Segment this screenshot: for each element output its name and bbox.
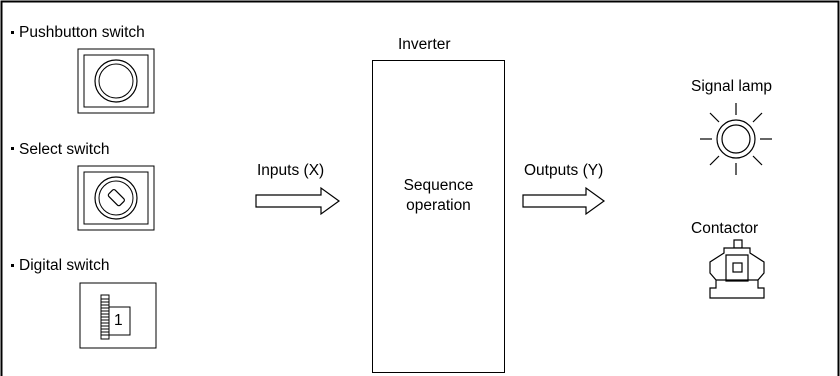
sequence-operation-label: Sequence operation	[372, 176, 505, 216]
inputs-arrow	[255, 186, 341, 216]
inverter-box	[372, 60, 505, 373]
pushbutton-bullet	[11, 31, 14, 34]
digital-switch-label: Digital switch	[19, 257, 110, 274]
inputs-label: Inputs (X)	[257, 162, 325, 179]
select-switch-label: Select switch	[19, 141, 110, 158]
select-bullet	[11, 147, 14, 150]
pushbutton-switch-label: Pushbutton switch	[19, 24, 145, 41]
operation-line: operation	[406, 197, 471, 214]
digital-switch-icon	[79, 282, 157, 349]
signal-lamp-icon	[700, 103, 772, 175]
inverter-title: Inverter	[398, 36, 451, 53]
sequence-line: Sequence	[403, 177, 474, 194]
digital-switch-value: 1	[114, 312, 123, 329]
contactor-label: Contactor	[691, 220, 759, 237]
pushbutton-switch-icon	[77, 48, 155, 114]
outputs-arrow	[522, 186, 606, 216]
outputs-label: Outputs (Y)	[524, 162, 604, 179]
select-switch-icon	[77, 165, 155, 231]
contactor-icon	[709, 239, 765, 299]
digital-bullet	[11, 264, 14, 267]
signal-lamp-label: Signal lamp	[691, 78, 772, 95]
